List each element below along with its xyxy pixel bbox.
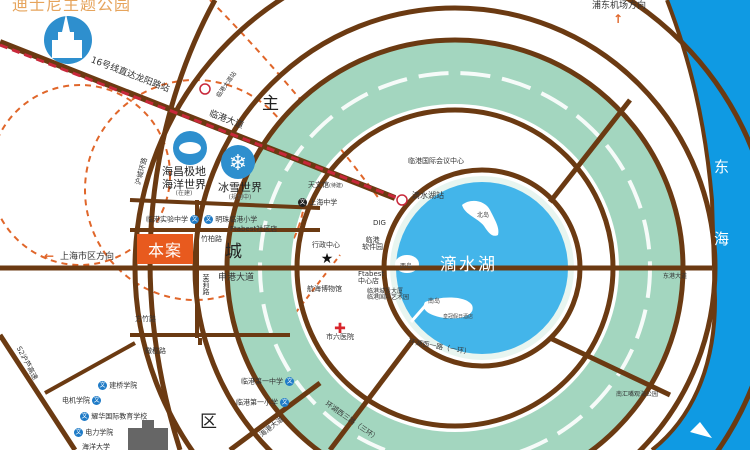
poi-observatory[interactable]: 天文馆(待建) xyxy=(308,181,343,189)
metro-station-icon xyxy=(199,83,211,95)
poi-dianji[interactable]: 电机学院 文 xyxy=(62,396,102,405)
snowflake-icon xyxy=(221,145,255,179)
haigang-avenue-road xyxy=(228,380,322,450)
poi-haiyang[interactable]: 海洋大学 xyxy=(82,443,110,450)
poi-nanhui-park[interactable]: 南汇嘴观海公园 xyxy=(616,391,659,398)
poi-dig[interactable]: DIG xyxy=(373,219,386,227)
poi-ocean-park[interactable]: 海昌极地海洋世界 (在建) xyxy=(162,165,206,198)
poi-city-building[interactable]: 临港城投大厦临港国际艺术园 xyxy=(367,288,410,301)
sailboat-icon xyxy=(690,422,712,438)
road-fangzhu: 方竹路 xyxy=(135,315,156,323)
school-icon: 文 xyxy=(298,198,307,207)
poi-snow-world[interactable]: 冰雪世界 (规划中) xyxy=(218,181,262,201)
poi-first-primary[interactable]: 临港第一小学 文 xyxy=(236,398,290,407)
school-icon: 文 xyxy=(190,215,200,224)
poi-convention-center[interactable]: 临港国际会议中心 xyxy=(408,157,464,165)
hotel-label: 皇冠假日酒店 xyxy=(443,314,474,320)
road-shengang-avenue: 申港大道 xyxy=(218,273,255,283)
school-icon: 文 xyxy=(285,377,295,386)
road-zhubai: 竹柏路 xyxy=(201,235,222,243)
poi-dianli[interactable]: 文 电力学院 xyxy=(74,428,114,437)
school-icon: 文 xyxy=(204,215,213,224)
district-char-2: 城 xyxy=(225,242,242,262)
east-sea xyxy=(652,0,750,450)
school-icon: 文 xyxy=(74,428,83,437)
star-icon: ★ xyxy=(321,251,334,267)
poi-ftabest-community[interactable]: Ftabest社区店 xyxy=(230,225,278,233)
lake-label: 滴水湖 xyxy=(440,255,497,275)
school-icon: 文 xyxy=(80,412,89,421)
hucheng-ring-road xyxy=(147,0,218,450)
school-building-icon xyxy=(128,428,168,450)
island-north: 北岛 xyxy=(477,212,490,219)
metro-station-icon xyxy=(396,194,408,206)
poi-admin-center[interactable]: 行政中心 xyxy=(312,241,340,249)
arrow-up-icon: ↑ xyxy=(613,12,624,26)
svg-text:❄: ❄ xyxy=(229,151,247,176)
poi-shanghai-middle[interactable]: 文 上海中学 xyxy=(298,198,338,207)
poi-first-middle[interactable]: 临港第一中学 文 xyxy=(241,377,295,386)
arrow-left-icon: ← xyxy=(44,249,55,263)
district-char-3: 区 xyxy=(200,412,217,432)
direction-airport-label: 浦东机场方向 xyxy=(592,1,647,11)
poi-software-park[interactable]: 临港软件园 xyxy=(362,236,383,251)
island-south: 南岛 xyxy=(428,298,441,305)
school-icon: 文 xyxy=(92,396,102,405)
district-char-1: 主 xyxy=(262,94,279,114)
school-icon: 文 xyxy=(98,381,107,390)
direction-shanghai-label: 上海市区方向 xyxy=(60,252,115,262)
road-ganlan: 橄榄路 xyxy=(145,347,166,355)
project-marker[interactable]: 本案 xyxy=(137,234,193,264)
road-molie: 茉莉路 xyxy=(202,274,210,295)
road-donggang-avenue: 东港大道 xyxy=(663,273,688,280)
poi-maritime-museum[interactable]: 航海博物馆 xyxy=(307,285,342,293)
poi-experimental-middle[interactable]: 临港实验中学 文 xyxy=(146,215,200,224)
poi-yaohua[interactable]: 文 耀华国际教育学校 xyxy=(80,412,148,421)
sea-label-2: 海 xyxy=(714,230,730,248)
sea-label-1: 东 xyxy=(714,158,730,176)
poi-jianqiao[interactable]: 文 建桥学院 xyxy=(98,381,138,390)
poi-mingzhu-primary[interactable]: 文 明珠临港小学 xyxy=(204,215,258,224)
station-dishui-lake[interactable]: 滴水湖站 xyxy=(412,191,444,200)
poi-sixth-hospital[interactable]: 市六医院 xyxy=(326,333,354,341)
island-west: 西岛 xyxy=(400,263,413,270)
s2-highway-road xyxy=(0,333,78,450)
disney-title: 迪士尼主题公园 xyxy=(12,0,132,14)
hospital-icon: ✚ xyxy=(334,321,346,337)
school-icon: 文 xyxy=(280,398,290,407)
dashed-ring-west xyxy=(0,84,171,266)
coastline-road xyxy=(650,0,718,450)
metro-line-16 xyxy=(0,43,406,203)
